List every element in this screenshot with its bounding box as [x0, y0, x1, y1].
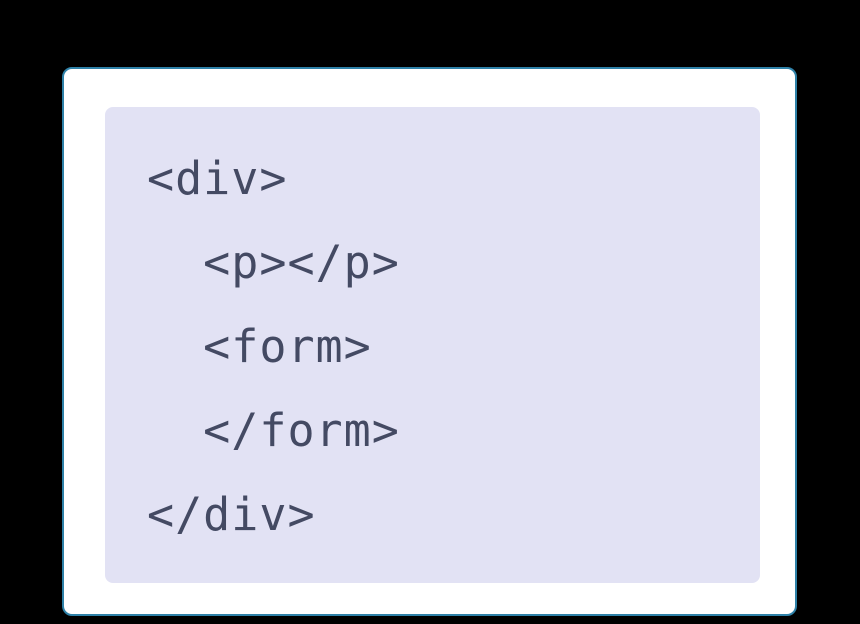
code-block: <div> <p></p> <form> </form> </div> [105, 107, 760, 583]
code-line-p: <p></p> [147, 236, 400, 289]
code-line-form-open: <form> [147, 320, 372, 373]
code-card: <div> <p></p> <form> </form> </div> [62, 67, 797, 616]
code-line-form-close: </form> [147, 404, 400, 457]
code-line-div-close: </div> [147, 488, 316, 541]
code-line-div-open: <div> [147, 152, 288, 205]
